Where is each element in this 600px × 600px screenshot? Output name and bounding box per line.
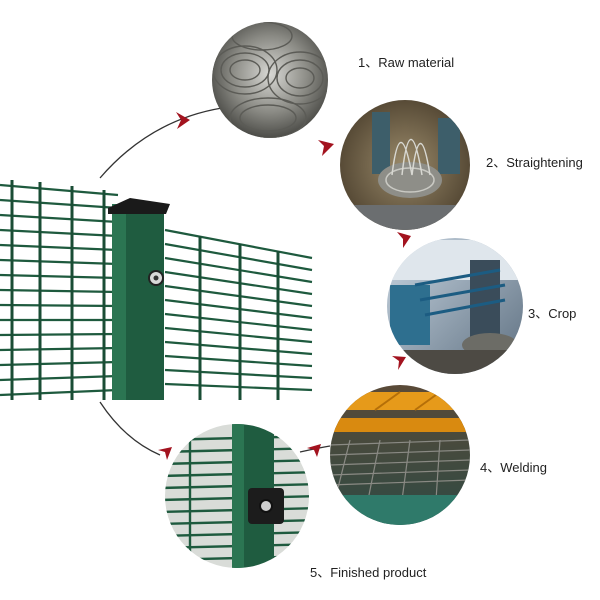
chevron-arrow-icon (158, 112, 411, 460)
wire-coils-photo (212, 22, 328, 138)
welding-machine-photo (330, 385, 470, 525)
fence-closeup-photo (165, 424, 309, 568)
step-label-crop: 3、Crop (528, 306, 577, 321)
step-label-finished-product: 5、Finished product (310, 565, 427, 580)
step-label-raw-material: 1、Raw material (358, 55, 455, 70)
step-label-welding: 4、Welding (480, 460, 547, 475)
cropping-machine-photo (387, 238, 523, 374)
fence-panel-main (0, 180, 313, 400)
straightening-machine-photo (340, 100, 470, 230)
step-label-straightening: 2、Straightening (486, 155, 583, 170)
